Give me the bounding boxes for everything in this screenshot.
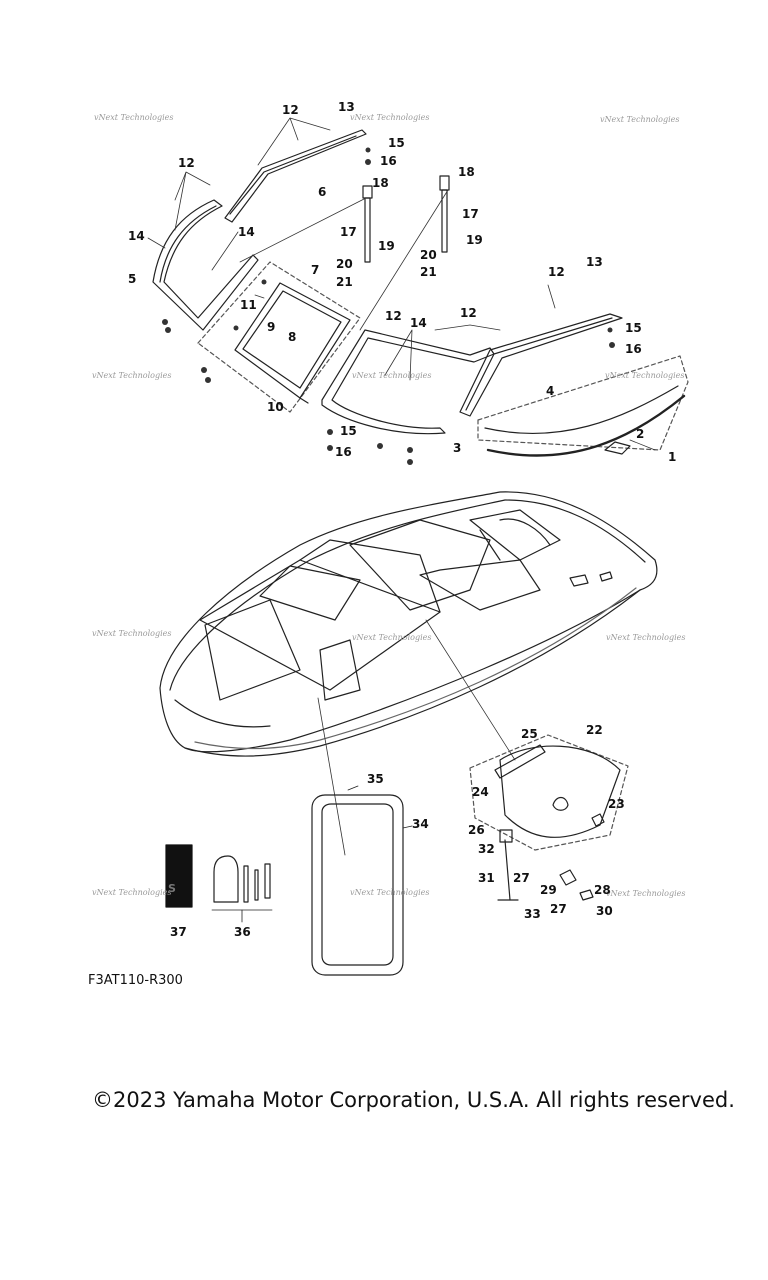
- callout-label: 15: [388, 136, 405, 150]
- callout-label: 17: [340, 225, 357, 239]
- door-panel-part-34: [311, 785, 413, 976]
- strut-part-17-left: [362, 185, 373, 263]
- callout-label: 26: [468, 823, 485, 837]
- copyright-notice: ©2023 Yamaha Motor Corporation, U.S.A. A…: [92, 1088, 735, 1112]
- callout-label: 7: [311, 263, 319, 277]
- callout-label: 3: [453, 441, 461, 455]
- callout-label: 23: [608, 797, 625, 811]
- callout-label: 30: [596, 904, 613, 918]
- watermark-text: vNext Technologies: [94, 113, 173, 122]
- callout-label: 19: [378, 239, 395, 253]
- windshield-frame-part-3: [321, 329, 495, 435]
- watermark-text: vNext Technologies: [92, 371, 171, 380]
- callout-label: 15: [625, 321, 642, 335]
- hatch-assembly-part-22: [469, 734, 629, 901]
- watermark-text: vNext Technologies: [605, 371, 684, 380]
- callout-label: 8: [288, 330, 296, 344]
- callout-label: 19: [466, 233, 483, 247]
- parts-diagram: vNext Technologies vNext Technologies vN…: [92, 100, 689, 976]
- watermark-text: vNext Technologies: [92, 629, 171, 638]
- frame-part-6: [224, 129, 367, 223]
- callout-label: 27: [513, 871, 530, 885]
- callout-label: 9: [267, 320, 275, 334]
- windshield-frame-part-4: [459, 313, 623, 417]
- watermark-text: vNext Technologies: [606, 633, 685, 642]
- callout-label: 16: [380, 154, 397, 168]
- callout-label: 18: [458, 165, 475, 179]
- callout-label: 1: [668, 450, 676, 464]
- callout-label: 25: [521, 727, 538, 741]
- callout-label: 21: [336, 275, 353, 289]
- watermark-text: vNext Technologies: [92, 888, 171, 897]
- callout-label: 37: [170, 925, 187, 939]
- callout-label: 14: [410, 316, 427, 330]
- callout-label: 17: [462, 207, 479, 221]
- callout-label: 11: [240, 298, 257, 312]
- callout-label: 12: [460, 306, 477, 320]
- callout-label: 4: [546, 384, 554, 398]
- callout-label: 14: [238, 225, 255, 239]
- callout-label: 31: [478, 871, 495, 885]
- boat-hull: [159, 491, 658, 757]
- callout-label: 24: [472, 785, 489, 799]
- diagram-part-code: F3AT110-R300: [88, 973, 183, 988]
- strut-part-17-right: [439, 175, 450, 253]
- callout-label: 35: [367, 772, 384, 786]
- callout-label: 27: [550, 902, 567, 916]
- callout-label: 14: [128, 229, 145, 243]
- watermark-text: vNext Technologies: [350, 888, 429, 897]
- callout-label: 12: [548, 265, 565, 279]
- watermark-text: vNext Technologies: [606, 889, 685, 898]
- callout-label: 20: [336, 257, 353, 271]
- tool-kit-part-36: [211, 855, 273, 923]
- callout-label: 5: [128, 272, 136, 286]
- callout-label: 16: [625, 342, 642, 356]
- callout-label: 6: [318, 185, 326, 199]
- callout-label: 36: [234, 925, 251, 939]
- callout-label: 10: [267, 400, 284, 414]
- callout-label: 22: [586, 723, 603, 737]
- sticker-text: S: [168, 882, 176, 895]
- watermark-text: vNext Technologies: [352, 633, 431, 642]
- callout-label: 2: [636, 427, 644, 441]
- sticker-part-37: [165, 844, 193, 908]
- callout-label: 13: [586, 255, 603, 269]
- callout-label: 12: [282, 103, 299, 117]
- callouts: 1 2 3 4 5 6 7 8 9 10 11 12 12 12 12 12 1…: [128, 100, 676, 939]
- callout-label: 18: [372, 176, 389, 190]
- callout-label: 12: [385, 309, 402, 323]
- watermark-text: vNext Technologies: [352, 371, 431, 380]
- callout-label: 13: [338, 100, 355, 114]
- callout-label: 20: [420, 248, 437, 262]
- callout-label: 34: [412, 817, 429, 831]
- window-assembly-part-7: [197, 261, 361, 413]
- trim-strip-part-1: [477, 355, 689, 457]
- callout-label: 32: [478, 842, 495, 856]
- watermarks: vNext Technologies vNext Technologies vN…: [92, 113, 685, 898]
- watermark-text: vNext Technologies: [600, 115, 679, 124]
- callout-label: 15: [340, 424, 357, 438]
- callout-label: 28: [594, 883, 611, 897]
- callout-label: 29: [540, 883, 557, 897]
- callout-label: 33: [524, 907, 541, 921]
- windshield-frame-part-5: [152, 199, 259, 331]
- watermark-text: vNext Technologies: [350, 113, 429, 122]
- callout-label: 16: [335, 445, 352, 459]
- callout-label: 12: [178, 156, 195, 170]
- callout-label: 21: [420, 265, 437, 279]
